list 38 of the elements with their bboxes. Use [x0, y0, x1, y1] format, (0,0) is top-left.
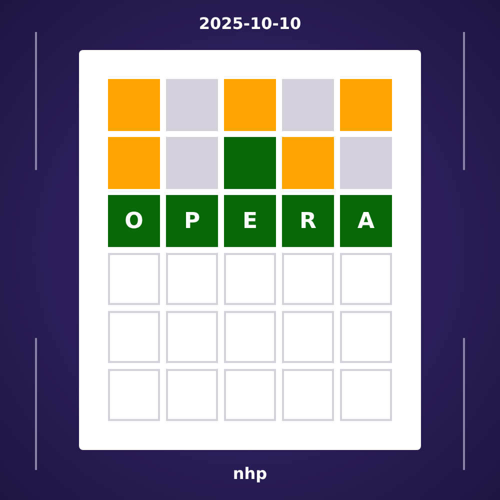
empty-tile — [108, 369, 160, 421]
tile-letter: O — [124, 208, 144, 234]
empty-tile — [340, 311, 392, 363]
empty-tile — [224, 253, 276, 305]
player-name: nhp — [232, 464, 268, 483]
colored-tile — [282, 79, 334, 131]
letter-tile — [166, 195, 218, 247]
empty-tile — [340, 369, 392, 421]
colored-tile — [166, 79, 218, 131]
colored-tile — [224, 137, 276, 189]
empty-tile — [224, 369, 276, 421]
empty-tile — [282, 369, 334, 421]
date-heading: 2025-10-10 — [198, 14, 302, 33]
empty-tile — [282, 253, 334, 305]
empty-tile — [108, 311, 160, 363]
colored-tile — [108, 137, 160, 189]
letter-tile — [108, 195, 160, 247]
letter-tile — [340, 195, 392, 247]
colored-tile — [340, 79, 392, 131]
empty-tile — [166, 311, 218, 363]
letter-tile — [282, 195, 334, 247]
empty-tile — [340, 253, 392, 305]
colored-tile — [108, 79, 160, 131]
colored-tile — [340, 137, 392, 189]
tile-letter: P — [184, 208, 200, 234]
letter-tile — [224, 195, 276, 247]
empty-tile — [108, 253, 160, 305]
colored-tile — [166, 137, 218, 189]
tile-letter: R — [300, 208, 316, 234]
tile-letter: E — [242, 208, 258, 234]
tile-letter: A — [357, 208, 375, 234]
empty-tile — [282, 311, 334, 363]
colored-tile — [282, 137, 334, 189]
empty-tile — [224, 311, 276, 363]
colored-tile — [224, 79, 276, 131]
empty-tile — [166, 369, 218, 421]
board-card — [79, 50, 421, 450]
empty-tile — [166, 253, 218, 305]
